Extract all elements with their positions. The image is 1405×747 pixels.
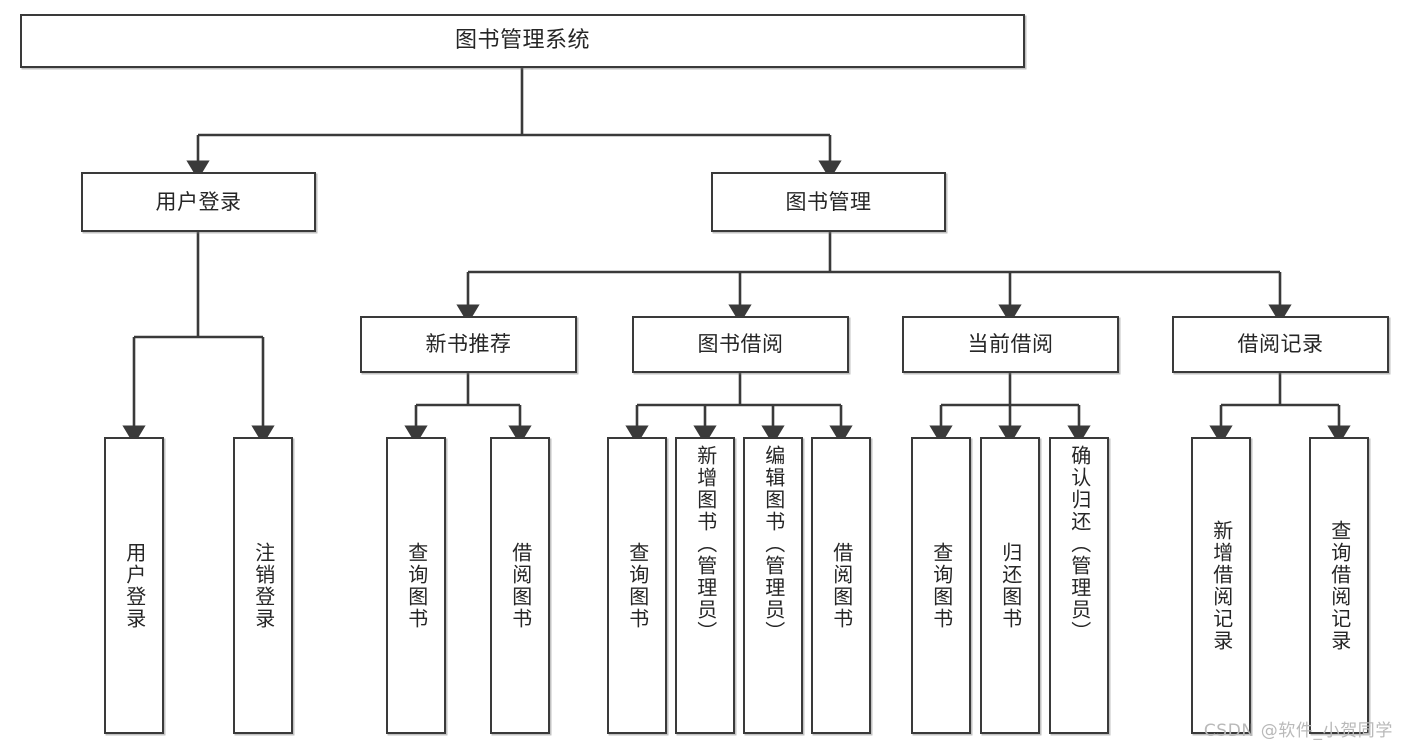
node-label: 图书管理系统 bbox=[454, 28, 590, 54]
node-label: 借阅图书 bbox=[508, 541, 533, 630]
leaf-borrow-book[interactable]: 借阅图书 bbox=[811, 437, 871, 734]
leaf-edit-book-admin[interactable]: 编辑图书（管理员） bbox=[743, 437, 803, 734]
node-label: 新增借阅记录 bbox=[1209, 519, 1234, 652]
leaf-add-borrow-record[interactable]: 新增借阅记录 bbox=[1191, 437, 1251, 734]
node-label: 借阅记录 bbox=[1237, 332, 1324, 357]
node-book-borrow[interactable]: 图书借阅 bbox=[632, 316, 849, 373]
node-label: 图书管理 bbox=[785, 189, 872, 214]
leaf-query-borrow-record[interactable]: 查询借阅记录 bbox=[1309, 437, 1369, 734]
node-label: 编辑图书（管理员） bbox=[761, 445, 786, 643]
node-label: 用户登录 bbox=[122, 541, 147, 630]
node-root-system[interactable]: 图书管理系统 bbox=[20, 14, 1025, 68]
node-label: 确认归还（管理员） bbox=[1067, 445, 1092, 643]
node-label: 用户登录 bbox=[155, 189, 242, 214]
node-label: 归还图书 bbox=[998, 541, 1023, 630]
node-label: 查询借阅记录 bbox=[1327, 519, 1352, 652]
node-label: 查询图书 bbox=[625, 541, 650, 630]
node-new-book-recommend[interactable]: 新书推荐 bbox=[360, 316, 577, 373]
node-user-login[interactable]: 用户登录 bbox=[81, 172, 316, 232]
leaf-query-book-current[interactable]: 查询图书 bbox=[911, 437, 971, 734]
node-label: 新书推荐 bbox=[425, 332, 512, 357]
node-borrow-record[interactable]: 借阅记录 bbox=[1172, 316, 1389, 373]
leaf-query-book-recommend[interactable]: 查询图书 bbox=[386, 437, 446, 734]
node-book-management[interactable]: 图书管理 bbox=[711, 172, 946, 232]
leaf-borrow-book-recommend[interactable]: 借阅图书 bbox=[490, 437, 550, 734]
node-label: 新增图书（管理员） bbox=[693, 445, 718, 643]
node-label: 查询图书 bbox=[404, 541, 429, 630]
node-label: 当前借阅 bbox=[967, 332, 1054, 357]
leaf-return-book[interactable]: 归还图书 bbox=[980, 437, 1040, 734]
node-label: 借阅图书 bbox=[829, 541, 854, 630]
node-current-borrow[interactable]: 当前借阅 bbox=[902, 316, 1119, 373]
leaf-query-book-borrow[interactable]: 查询图书 bbox=[607, 437, 667, 734]
leaf-user-login[interactable]: 用户登录 bbox=[104, 437, 164, 734]
node-label: 图书借阅 bbox=[697, 332, 784, 357]
node-label: 查询图书 bbox=[929, 541, 954, 630]
node-label: 注销登录 bbox=[251, 541, 276, 630]
leaf-add-book-admin[interactable]: 新增图书（管理员） bbox=[675, 437, 735, 734]
leaf-logout-login[interactable]: 注销登录 bbox=[233, 437, 293, 734]
leaf-confirm-return-admin[interactable]: 确认归还（管理员） bbox=[1049, 437, 1109, 734]
